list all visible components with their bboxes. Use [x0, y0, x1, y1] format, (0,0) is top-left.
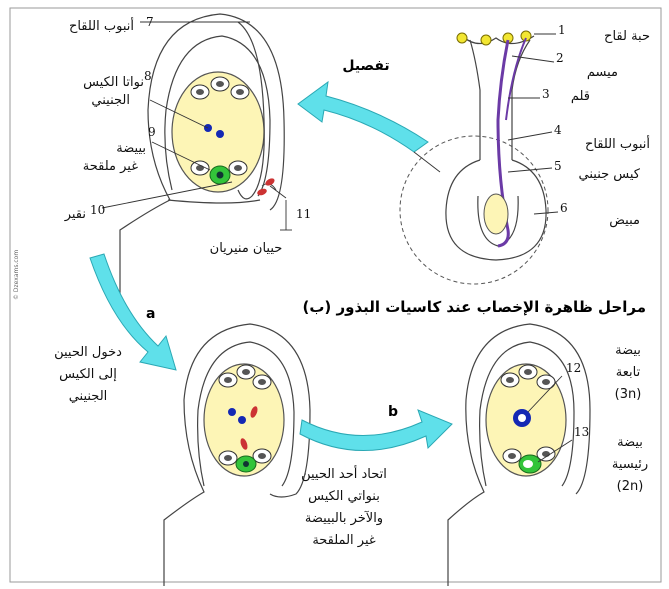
- label-13-line1: بيضة: [617, 435, 643, 450]
- label-11-text: حييان منيريان: [210, 241, 283, 256]
- label-8-line2: الجنيني: [91, 93, 130, 108]
- stage-a-line3: الجنيني: [69, 389, 108, 404]
- stage-a-line1: دخول الحيين: [54, 345, 122, 360]
- label-12-line1: بيضة: [615, 343, 641, 358]
- diagram-title: (ب) مراحل ظاهرة الإخصاب عند كاسيات البذو…: [302, 298, 646, 316]
- label-13-num: 13: [574, 425, 589, 439]
- label-1-num: 1: [558, 23, 566, 37]
- stage-b-line3: والآخر بالبييضة: [305, 510, 383, 526]
- label-3-num: 3: [542, 87, 550, 101]
- label-6-text: مبيض: [609, 213, 640, 228]
- watermark: © Dzexams.com: [13, 250, 20, 300]
- label-6-num: 6: [560, 201, 568, 215]
- label-11-num: 11: [296, 207, 311, 221]
- label-5-text: كيس جنيني: [579, 167, 641, 182]
- stage-b-line4: غير الملقحة: [312, 533, 376, 548]
- detail-label: تفصيل: [342, 58, 389, 74]
- stage-b-line1: اتحاد أحد الحيين: [301, 465, 387, 482]
- label-12-line2: تابعة: [616, 365, 641, 380]
- label-9-num: 9: [148, 125, 156, 139]
- label-13-line3: (2n): [617, 479, 644, 494]
- label-2-text: ميسم: [587, 65, 618, 80]
- arrow-b-label: b: [388, 404, 398, 420]
- arrow-a-label: a: [146, 306, 155, 322]
- label-12-num: 12: [566, 361, 581, 375]
- label-10-num: 10: [90, 203, 105, 217]
- label-7-num: 7: [146, 15, 154, 29]
- label-9-line1: بييضة: [116, 141, 146, 156]
- label-4-text: أنبوب اللقاح: [585, 135, 650, 152]
- label-7-text: أنبوب اللقاح: [69, 17, 134, 34]
- label-1-text: حبة لقاح: [604, 29, 650, 44]
- label-8-num: 8: [144, 69, 152, 83]
- stage-b-line2: بنواتي الكيس: [308, 489, 380, 504]
- label-12-line3: (3n): [615, 387, 642, 402]
- label-4-num: 4: [554, 123, 562, 137]
- stage-a-line2: إلى الكيس: [59, 367, 117, 382]
- label-2-num: 2: [556, 51, 564, 65]
- label-13-line2: رئيسية: [612, 457, 648, 472]
- label-9-line2: غير ملقحة: [83, 159, 138, 174]
- label-10-text: نقير: [64, 207, 86, 222]
- label-5-num: 5: [554, 159, 562, 173]
- label-3-text: قلم: [571, 89, 590, 104]
- label-8-line1: نواتا الكيس: [83, 75, 144, 90]
